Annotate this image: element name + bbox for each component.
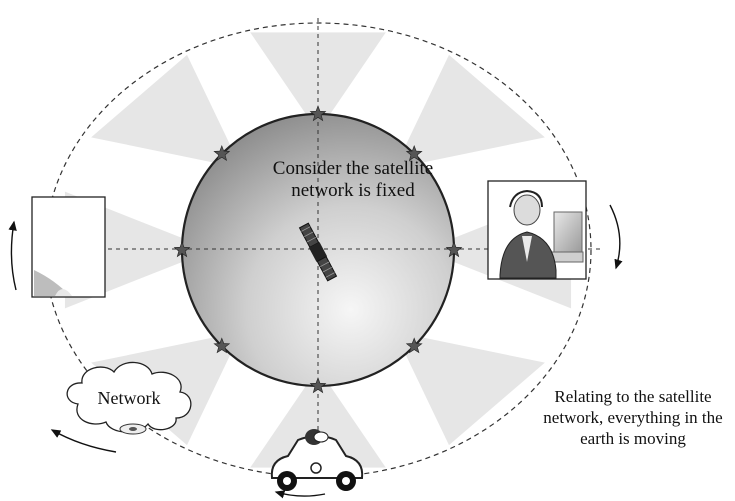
satellite-stars: [173, 105, 463, 394]
satellite-star-icon: [445, 241, 463, 258]
satellite-star-icon: [213, 144, 231, 161]
cloud-motion-arrow: [50, 429, 117, 453]
coverage-sector: [405, 337, 545, 446]
satellite-icon: [298, 222, 338, 282]
coverage-sector: [91, 54, 231, 163]
cloud-label: Network: [97, 388, 161, 408]
car-icon: [270, 429, 364, 491]
car-motion-arrow: [274, 490, 326, 499]
satellite-star-icon: [309, 377, 327, 394]
satellite-star-icon: [309, 105, 327, 122]
satellite-star-icon: [405, 144, 423, 161]
satellite-star-icon: [213, 337, 231, 354]
left-rotation-arrow: [8, 220, 17, 291]
center-label: Consider the satellite network is fixed: [272, 158, 434, 201]
network-cloud-icon: [66, 361, 192, 433]
side-label: Relating to the satellite network, every…: [543, 387, 723, 448]
coverage-sector: [250, 32, 386, 115]
router-icon: [119, 423, 147, 435]
left-device-box: [31, 196, 106, 298]
satellite-star-icon: [405, 337, 423, 354]
person-at-computer-icon: [487, 180, 587, 280]
satellite-star-icon: [173, 241, 191, 258]
coverage-sector: [405, 54, 545, 163]
right-rotation-arrow: [609, 204, 623, 270]
